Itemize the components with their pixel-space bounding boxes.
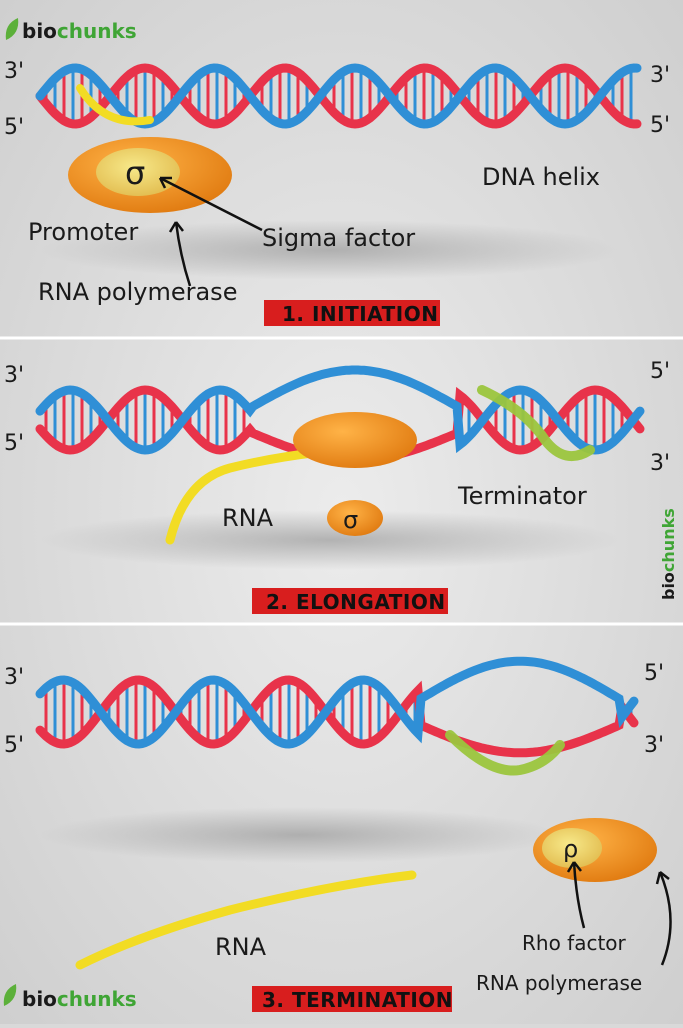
brand-logo: biochunks bbox=[5, 18, 137, 43]
leaf-icon bbox=[5, 18, 19, 40]
five-prime-label: 5' bbox=[644, 661, 664, 686]
svg-text:biochunks: biochunks bbox=[659, 508, 678, 600]
sigma-factor bbox=[327, 500, 383, 536]
arrow bbox=[658, 871, 672, 966]
banner-bg bbox=[264, 300, 440, 326]
stage-title: 3. TERMINATION bbox=[262, 988, 453, 1012]
strand-red bbox=[35, 63, 642, 129]
label-arrows bbox=[158, 176, 263, 287]
sigma-symbol: σ bbox=[343, 506, 358, 534]
five-prime-label: 5' bbox=[650, 113, 670, 138]
stage-title: 1. INITIATION bbox=[282, 302, 438, 326]
released-sigma-factor: σ bbox=[327, 500, 383, 536]
arrow bbox=[174, 221, 192, 287]
svg-text:biochunks: biochunks bbox=[22, 987, 137, 1011]
floor-shadow bbox=[40, 510, 620, 570]
dna-helix-termination bbox=[35, 656, 639, 758]
brand-logo-bottom: biochunks bbox=[3, 984, 137, 1011]
banner-bg bbox=[252, 588, 448, 614]
five-prime-label: 5' bbox=[4, 115, 24, 140]
three-prime-label: 3' bbox=[4, 665, 24, 690]
rna-label: RNA bbox=[215, 933, 267, 961]
label-arrows bbox=[566, 861, 672, 966]
floor-shadow bbox=[40, 807, 560, 863]
three-prime-label: 3' bbox=[650, 63, 670, 88]
sigma-factor bbox=[96, 148, 180, 196]
stage-title: 2. ELONGATION bbox=[266, 590, 446, 614]
stage-banner-elongation: 2. ELONGATION bbox=[252, 588, 448, 614]
three-prime-label: 3' bbox=[4, 363, 24, 388]
arrow-head bbox=[158, 176, 172, 189]
terminator-label: Terminator bbox=[457, 482, 587, 510]
sigma-symbol: σ bbox=[125, 154, 145, 192]
arrow-head bbox=[566, 861, 582, 873]
five-prime-label: 5' bbox=[4, 733, 24, 758]
arrow bbox=[572, 861, 586, 929]
sigma-factor-label: Sigma factor bbox=[262, 224, 415, 252]
brand-logo-vertical: biochunks bbox=[659, 508, 678, 600]
strand-red bbox=[35, 675, 639, 758]
arrow bbox=[159, 176, 263, 232]
rna-polymerase-label: RNA polymerase bbox=[476, 971, 642, 995]
terminator-region bbox=[477, 385, 595, 462]
stage-banner-termination: 3. TERMINATION bbox=[252, 986, 453, 1012]
arrow-head bbox=[655, 871, 670, 885]
stage-banner-initiation: 1. INITIATION bbox=[264, 300, 440, 326]
promoter-label: Promoter bbox=[28, 218, 138, 246]
five-prime-label: 5' bbox=[4, 431, 24, 456]
released-rna-polymerase: ρ bbox=[533, 818, 657, 882]
promoter-region bbox=[76, 84, 154, 126]
released-rna bbox=[75, 870, 417, 970]
three-prime-label: 3' bbox=[650, 451, 670, 476]
rho-symbol: ρ bbox=[563, 835, 578, 863]
dna-helix-label: DNA helix bbox=[482, 163, 600, 191]
strand-blue bbox=[35, 656, 639, 749]
leaf-icon bbox=[3, 984, 17, 1006]
rho-factor-label: Rho factor bbox=[522, 931, 627, 955]
banner-bg bbox=[252, 986, 452, 1012]
three-prime-label: 3' bbox=[4, 59, 24, 84]
five-prime-label: 5' bbox=[650, 359, 670, 384]
rna-label: RNA bbox=[222, 504, 274, 532]
rho-factor bbox=[542, 828, 602, 868]
terminator-region bbox=[445, 730, 565, 776]
arrow-head bbox=[168, 221, 184, 233]
rna-transcript bbox=[165, 447, 325, 545]
rna-polymerase bbox=[293, 412, 417, 468]
three-prime-label: 3' bbox=[644, 733, 664, 758]
svg-text:biochunks: biochunks bbox=[22, 19, 137, 43]
strand-blue bbox=[35, 365, 645, 455]
rna-polymerase-label: RNA polymerase bbox=[38, 278, 237, 306]
